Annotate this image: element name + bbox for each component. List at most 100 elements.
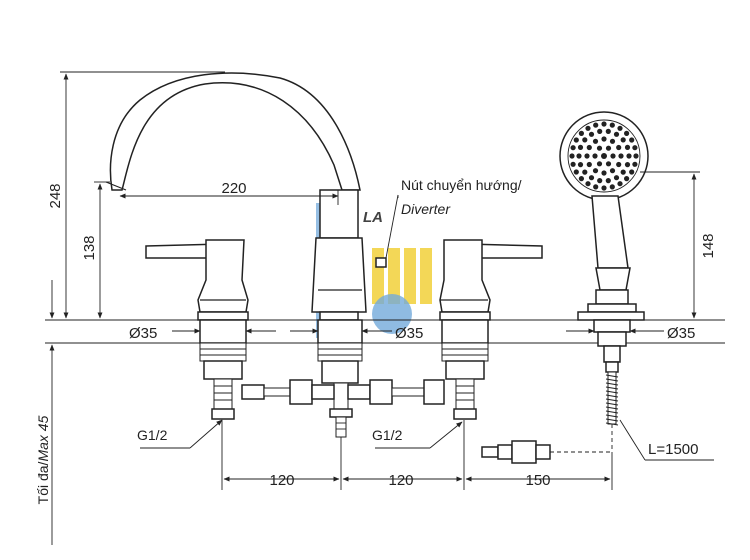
- shower-nozzle: [613, 175, 620, 181]
- shower-nozzle: [578, 130, 585, 136]
- dimension-lines: [49, 71, 714, 545]
- diverter-label-vi: Nút chuyển hướng/: [401, 177, 522, 193]
- shower-nozzle: [588, 131, 595, 137]
- shower-nozzle: [582, 169, 588, 175]
- hose-coil: [605, 402, 619, 406]
- left-handle: [145, 239, 249, 321]
- shower-nozzle: [597, 178, 603, 184]
- shower-nozzle: [573, 137, 579, 143]
- dim-spacing-1: 120: [269, 472, 294, 489]
- shower-nozzle: [593, 122, 599, 128]
- shower-nozzle: [620, 169, 626, 175]
- left-valve-assembly: [199, 319, 247, 420]
- dim-spacing-2: 120: [388, 472, 413, 489]
- shower-nozzle: [624, 162, 631, 168]
- diverter-label-en: Diverter: [401, 201, 451, 217]
- deck-max-label-vi: Tối đa/: [35, 461, 51, 504]
- shower-nozzle: [596, 145, 603, 151]
- shower-nozzle: [605, 178, 611, 184]
- dim-220: 220: [221, 180, 246, 197]
- center-valve-assembly: [317, 319, 363, 438]
- connecting-pipes: [241, 379, 445, 405]
- shower-nozzle: [617, 125, 623, 131]
- shower-nozzle: [629, 169, 635, 175]
- shower-nozzle: [586, 161, 592, 168]
- hose-coil: [605, 374, 619, 378]
- shower-nozzle: [582, 137, 588, 143]
- shower-nozzle: [601, 185, 607, 191]
- hose-coil: [605, 378, 619, 382]
- hand-shower: [559, 111, 649, 321]
- dim-dia-left: Ø35: [129, 325, 157, 342]
- dim-148: 148: [700, 233, 717, 258]
- shower-nozzle: [592, 168, 599, 174]
- shower-nozzle: [618, 153, 624, 159]
- dim-spacing-3: 150: [525, 472, 550, 489]
- shower-nozzle: [633, 153, 639, 159]
- shower-nozzle: [629, 137, 635, 143]
- shower-nozzle: [569, 153, 575, 159]
- shower-nozzle: [596, 161, 603, 167]
- shower-nozzle: [577, 162, 584, 168]
- shower-nozzle: [620, 137, 626, 143]
- shower-nozzle: [617, 181, 623, 187]
- shower-nozzle: [597, 128, 603, 134]
- deck-max-label-en: Max 45: [35, 415, 51, 461]
- shower-nozzle: [626, 153, 632, 159]
- watermark-text: LA: [363, 209, 383, 226]
- right-handle: [439, 239, 543, 321]
- shower-nozzle: [601, 136, 607, 142]
- shower-nozzle: [584, 153, 590, 159]
- shower-nozzle: [613, 131, 620, 137]
- dim-dia-center: Ø35: [395, 325, 423, 342]
- dim-138: 138: [81, 235, 98, 260]
- hose-coil: [605, 394, 619, 398]
- shower-nozzle: [578, 176, 585, 182]
- shower-nozzle: [576, 153, 582, 159]
- shower-nozzle: [610, 153, 616, 159]
- shower-nozzle: [570, 145, 576, 151]
- shower-nozzle: [605, 128, 611, 134]
- shower-nozzles: [569, 121, 639, 191]
- shower-hose: [481, 319, 631, 464]
- shower-nozzle: [601, 153, 607, 159]
- shower-nozzle: [577, 144, 584, 150]
- shower-nozzle: [605, 161, 612, 167]
- hose-coil: [605, 386, 619, 390]
- thread-label-center: G1/2: [372, 427, 403, 443]
- shower-nozzle: [609, 184, 615, 190]
- shower-nozzle: [624, 144, 631, 150]
- shower-nozzle: [573, 169, 579, 175]
- shower-nozzle: [609, 138, 616, 144]
- hose-coil: [605, 414, 619, 418]
- shower-nozzle: [632, 161, 638, 167]
- hose-coil: [605, 406, 619, 410]
- shower-nozzle: [585, 125, 591, 131]
- deck-max-label: Tối đa/Max 45: [35, 415, 51, 504]
- shower-nozzle: [632, 145, 638, 151]
- dim-dia-right: Ø35: [667, 325, 695, 342]
- hose-coil: [605, 382, 619, 386]
- shower-nozzle: [616, 144, 622, 151]
- shower-nozzle: [609, 122, 615, 128]
- shower-nozzle: [616, 161, 622, 168]
- hose-coil: [605, 390, 619, 394]
- shower-nozzle: [601, 121, 607, 127]
- dimension-labels: 248 138 220 148 Ø35 Ø35 Ø35 120 120 150 …: [35, 177, 717, 504]
- hose-coil: [605, 398, 619, 402]
- right-valve-assembly: [441, 319, 489, 420]
- shower-nozzle: [593, 184, 599, 190]
- shower-nozzle: [585, 181, 591, 187]
- shower-nozzle: [592, 138, 599, 144]
- hose-coil: [605, 418, 619, 422]
- shower-nozzle: [605, 145, 612, 151]
- shower-nozzle: [601, 170, 607, 176]
- dim-248: 248: [47, 183, 64, 208]
- shower-nozzle: [592, 153, 598, 159]
- shower-nozzle: [570, 161, 576, 167]
- hose-length-label: L=1500: [648, 441, 698, 458]
- shower-nozzle: [588, 175, 595, 181]
- thread-label-left: G1/2: [137, 427, 168, 443]
- shower-nozzle: [624, 130, 630, 136]
